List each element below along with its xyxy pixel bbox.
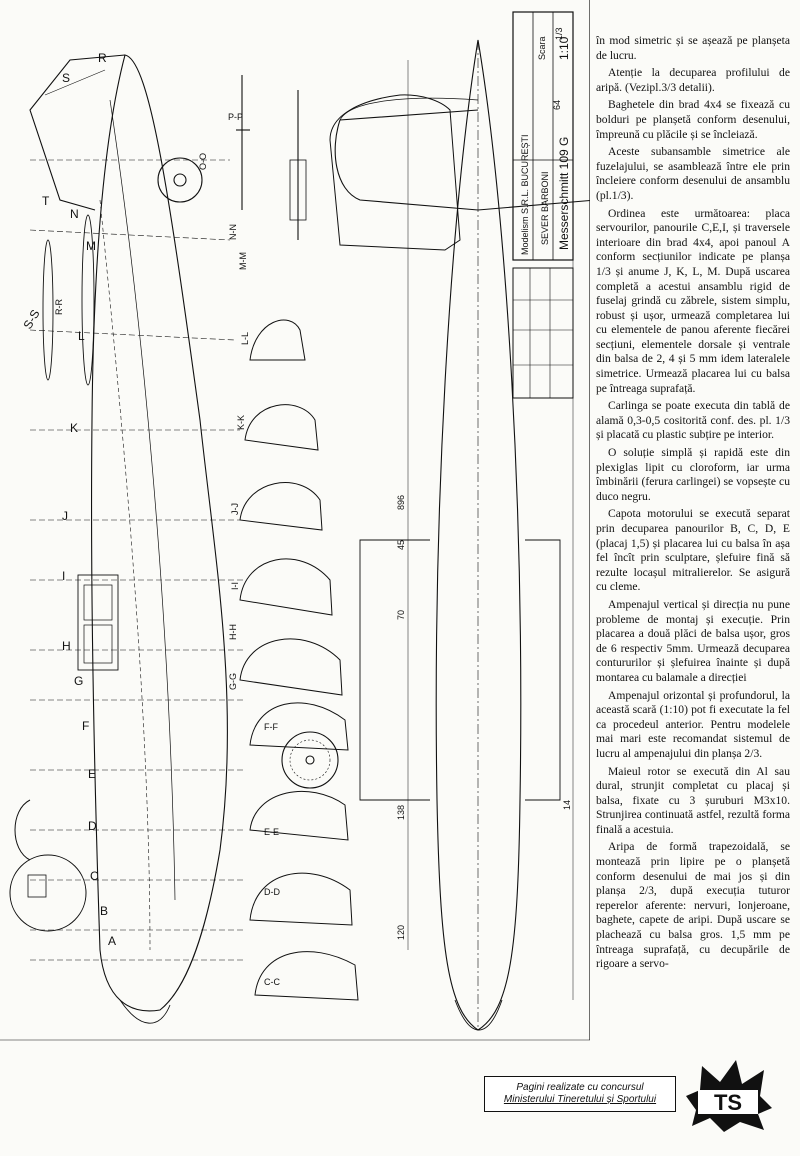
- section-label-ee: E-E: [264, 827, 279, 837]
- station-label-k: K: [70, 421, 78, 435]
- section-label-oo: O-O: [198, 153, 208, 170]
- station-label-g: G: [74, 674, 83, 688]
- section-label-kk: K-K: [236, 415, 246, 430]
- title-block-scale: 1:10: [557, 36, 571, 60]
- station-label-i: I: [62, 569, 65, 583]
- station-label-a: A: [108, 934, 116, 948]
- section-label-jj: J-J: [230, 503, 240, 515]
- paragraph: Ampenajul orizontal și profundorul, la a…: [596, 688, 790, 760]
- dimension-896: 896: [396, 495, 406, 510]
- station-label-d: D: [88, 819, 97, 833]
- section-label-cc: C-C: [264, 977, 280, 987]
- paragraph: Capota motorului se execută separat prin…: [596, 507, 790, 594]
- title-block-scale-label: Scara: [537, 36, 547, 60]
- vertical-fin: [29, 54, 126, 211]
- dimension-120: 120: [396, 925, 406, 940]
- dimension-70: 70: [396, 610, 406, 620]
- sponsor-credit-line1: Pagini realizate cu concursul: [516, 1082, 644, 1093]
- paragraph: Baghetele din brad 4x4 se fixează cu bol…: [596, 98, 790, 141]
- dimensions-table: [512, 267, 574, 399]
- station-label-n: N: [70, 207, 79, 221]
- model-blueprint-drawing: S R T N M L K J I H G F E D C B A R-R P-…: [0, 0, 590, 1041]
- section-label-nn: N-N: [228, 224, 238, 240]
- station-label-e: E: [88, 767, 96, 781]
- station-label-r: R: [98, 51, 107, 65]
- section-label-rr: R-R: [54, 299, 64, 315]
- section-label-gg: G-G: [228, 673, 238, 690]
- logo-text: TS: [714, 1090, 742, 1115]
- section-label-dd: D-D: [264, 887, 280, 897]
- paragraph: Aceste subansamble simetrice ale fuzelaj…: [596, 145, 790, 202]
- title-block-sheet: 1/3: [554, 27, 564, 40]
- article-text-column: în mod simetric și se așează pe planșeta…: [596, 34, 790, 1046]
- title-block-club: Modelism S.R.L. BUCUREȘTI: [520, 134, 530, 255]
- sponsor-credit-box: Pagini realizate cu concursul Ministerul…: [484, 1076, 676, 1112]
- paragraph: Maieul rotor se execută din Al sau dural…: [596, 764, 790, 836]
- section-label-pp: P-P: [228, 112, 243, 122]
- station-label-m: M: [86, 239, 96, 253]
- section-label-ss: S-S: [20, 307, 42, 331]
- title-block-author: SEVER BARBONI: [540, 171, 550, 245]
- paragraph: Aripa de formă trapezoidală, se montează…: [596, 840, 790, 971]
- section-label-ii: I-I: [230, 582, 240, 590]
- horizontal-stabilizer: [334, 109, 590, 211]
- dimension-64: 64: [552, 100, 562, 110]
- station-label-b: B: [100, 904, 108, 918]
- section-label-hh: H-H: [228, 624, 238, 640]
- fuselage-side-outline: [91, 54, 228, 1012]
- station-label-l: L: [78, 329, 85, 343]
- paragraph: Carlinga se poate executa din tablă de a…: [596, 399, 790, 442]
- paragraph: Ordinea este următoarea: placa servouril…: [596, 206, 790, 395]
- station-label-c: C: [90, 869, 99, 883]
- dimension-45: 45: [396, 540, 406, 550]
- ts-logo-icon: TS: [686, 1060, 772, 1132]
- sponsor-credit-line2: Ministerului Tineretului și Sportului: [503, 1094, 657, 1105]
- paragraph: Ampenajul vertical și direcția nu pune p…: [596, 597, 790, 684]
- station-label-t: T: [42, 194, 50, 208]
- station-label-h: H: [62, 639, 71, 653]
- dimension-14: 14: [562, 800, 572, 810]
- station-label-s: S: [62, 71, 70, 85]
- title-block-frame: [512, 11, 574, 261]
- dimension-138: 138: [396, 805, 406, 820]
- paragraph: în mod simetric și se așează pe planșeta…: [596, 34, 790, 62]
- station-label-j: J: [62, 509, 68, 523]
- paragraph: Atenție la decuparea profilului de aripă…: [596, 66, 790, 94]
- fuselage-top-outline: [435, 39, 522, 1031]
- section-label-ff: F-F: [264, 722, 278, 732]
- station-label-f: F: [82, 719, 89, 733]
- section-label-ll: L-L: [240, 332, 250, 345]
- paragraph: O soluție simplă și rapidă este din plex…: [596, 446, 790, 503]
- section-label-mm: M-M: [238, 252, 248, 270]
- title-block-title: Messerschmitt 109 G: [557, 137, 571, 250]
